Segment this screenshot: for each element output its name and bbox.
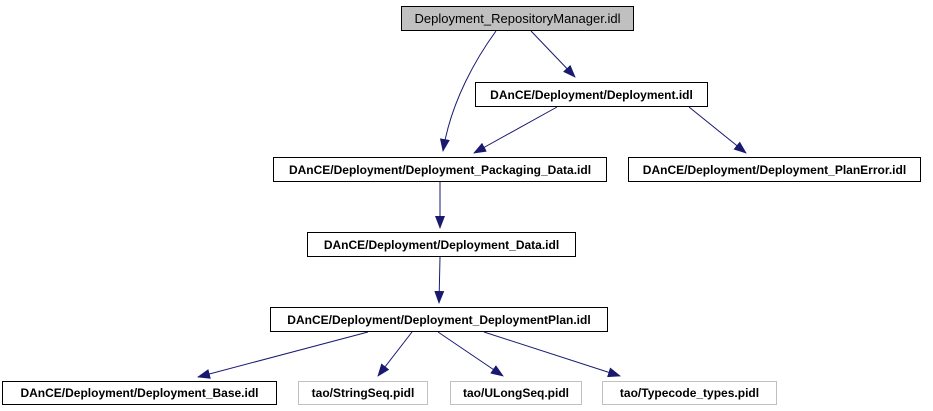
graph-node-deployment-deploymentplan-idl[interactable]: DAnCE/Deployment/Deployment_DeploymentPl… [270,307,608,332]
edge-deployment-idl-to-deployment-planerror-idl [688,106,747,154]
edge-deployment-repositorymanager-idl-to-deployment-idl [530,30,576,78]
edge-deployment-deploymentplan-idl-to-tao-typecode-types-pidl [483,331,621,378]
edge-deployment-repositorymanager-idl-to-deployment-packaging-data-idl [439,30,497,152]
graph-node-deployment-packaging-data-idl[interactable]: DAnCE/Deployment/Deployment_Packaging_Da… [273,157,607,182]
graph-node-deployment-repositorymanager-idl: Deployment_RepositoryManager.idl [401,6,634,31]
graph-node-deployment-data-idl[interactable]: DAnCE/Deployment/Deployment_Data.idl [307,232,576,257]
edge-deployment-deploymentplan-idl-to-deployment-base-idl [197,331,369,379]
edge-group [197,30,747,379]
edge-deployment-data-idl-to-deployment-deploymentplan-idl [434,256,445,304]
graph-node-tao-typecode-types-pidl: tao/Typecode_types.pidl [602,381,777,405]
graph-node-deployment-idl[interactable]: DAnCE/Deployment/Deployment.idl [475,82,708,107]
edge-deployment-deploymentplan-idl-to-tao-ulongseq-pidl [437,331,504,377]
graph-node-tao-stringseq-pidl: tao/StringSeq.pidl [298,381,428,405]
edge-deployment-idl-to-deployment-packaging-data-idl [473,106,558,154]
graph-node-tao-ulongseq-pidl: tao/ULongSeq.pidl [450,381,582,405]
edge-deployment-deploymentplan-idl-to-tao-stringseq-pidl [377,331,413,377]
graph-node-deployment-base-idl[interactable]: DAnCE/Deployment/Deployment_Base.idl [2,381,277,405]
graph-node-deployment-planerror-idl[interactable]: DAnCE/Deployment/Deployment_PlanError.id… [628,157,921,182]
